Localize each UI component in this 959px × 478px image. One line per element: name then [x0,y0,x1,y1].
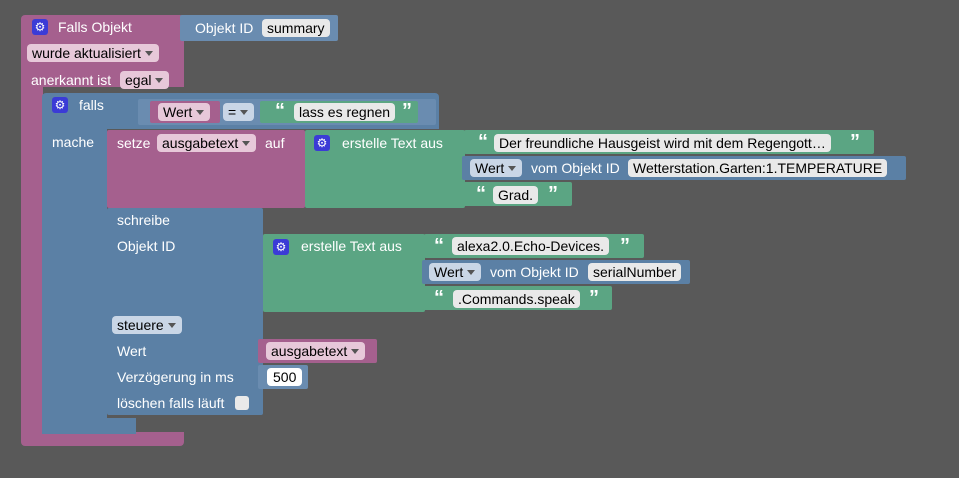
updated-dropdown[interactable]: wurde aktualisiert [27,44,159,62]
from-object-label: vom Objekt ID [531,160,620,176]
quote-close-icon: ” [620,235,630,257]
operator-dropdown[interactable]: = [223,103,255,121]
wert-label: Wert [117,343,147,359]
ack-dropdown[interactable]: egal [120,71,170,89]
object-id-value[interactable]: Wetterstation.Garten:1.TEMPERATURE [628,159,888,177]
gear-icon[interactable]: ⚙ [32,19,48,35]
variable-dropdown[interactable]: ausgabetext [157,134,257,152]
join-text-block[interactable] [305,130,465,208]
write-text-item-3-value[interactable]: .Commands.speak [453,290,580,308]
falls-label: falls [79,97,104,113]
gear-icon[interactable]: ⚙ [52,97,68,113]
object-id-field[interactable]: summary [262,19,330,37]
if-block-left-rail [42,128,107,434]
compare-left-dropdown[interactable]: Wert [158,103,211,121]
wert-variable-dropdown[interactable]: ausgabetext [266,342,366,360]
write-from-object-label: vom Objekt ID [490,264,579,280]
write-value-dropdown[interactable]: Wert [429,263,482,281]
ack-label: anerkannt ist [31,72,112,88]
quote-close-icon: ” [548,183,558,205]
quote-close-icon: ” [850,131,860,153]
quote-open-icon: “ [478,131,488,153]
quote-open-icon: “ [434,235,444,257]
schreibe-label: schreibe [117,212,170,228]
text-item-3-value[interactable]: Grad. [493,186,539,204]
mode-dropdown[interactable]: steuere [112,316,182,334]
write-join-label: erstelle Text aus [301,238,402,254]
mache-label: mache [52,134,95,150]
text-item-1-value[interactable]: Der freundliche Hausgeist wird mit dem R… [494,134,831,152]
trigger-block-left-rail [21,86,43,434]
delay-label: Verzögerung in ms [117,369,234,385]
value-dropdown[interactable]: Wert [470,159,523,177]
compare-right-text[interactable]: lass es regnen [294,103,396,121]
if-block-bottom [42,418,136,434]
clear-label: löschen falls läuft [117,395,225,411]
write-text-item-1-value[interactable]: alexa2.0.Echo-Devices. [452,237,610,255]
trigger-block-bottom [21,432,184,446]
gear-icon[interactable]: ⚙ [314,135,330,151]
delay-input[interactable]: 500 [267,368,303,386]
write-object-id-label: Objekt ID [117,238,176,254]
quote-close-icon: ” [402,100,412,122]
quote-close-icon: ” [589,287,599,309]
join-label: erstelle Text aus [342,135,443,151]
auf-label: auf [265,135,285,151]
object-id-label: Objekt ID [195,20,254,36]
gear-icon[interactable]: ⚙ [273,239,289,255]
quote-open-icon: “ [275,100,285,122]
quote-open-icon: “ [476,183,486,205]
quote-open-icon: “ [434,287,444,309]
clear-checkbox[interactable] [235,396,249,410]
write-join-block[interactable] [263,234,425,312]
setze-label: setze [117,135,151,151]
trigger-title: Falls Objekt [58,19,132,35]
write-block[interactable] [107,208,263,415]
write-object-id-value[interactable]: serialNumber [588,263,682,281]
